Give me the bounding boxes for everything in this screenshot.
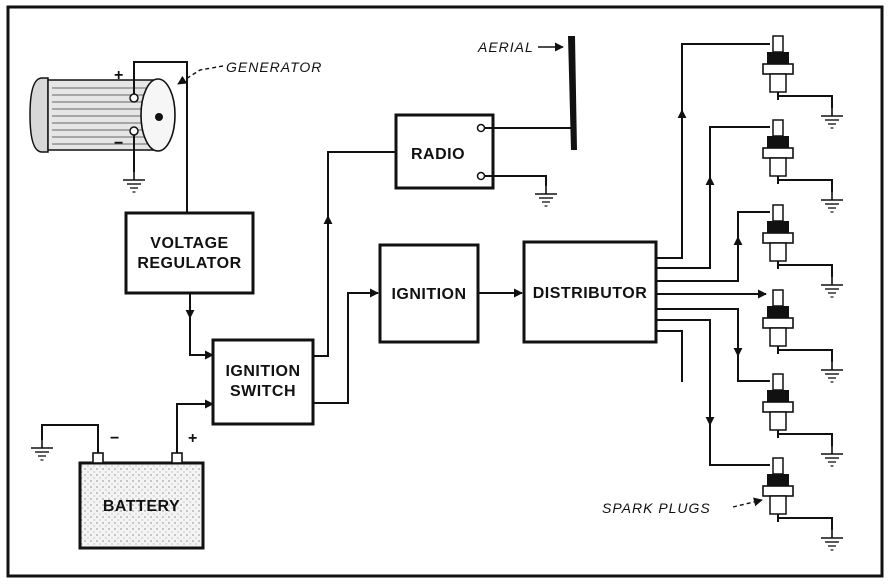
ignition-switch-block: IGNITION SWITCH — [211, 338, 315, 426]
switch-to-ignition-wire — [313, 288, 379, 404]
radio-block: RADIO — [394, 113, 495, 190]
distributor-block: DISTRIBUTOR — [522, 240, 658, 344]
spark-plug-icon — [762, 457, 794, 522]
aerial-label: AERIAL — [477, 39, 534, 55]
generator-plus-sign: + — [114, 67, 123, 84]
radio-label: RADIO — [411, 146, 465, 163]
generator-icon — [29, 77, 176, 153]
ignition-block: IGNITION — [378, 243, 480, 344]
spark-plug-icon — [762, 373, 794, 438]
voltage-regulator-label-2: REGULATOR — [137, 255, 241, 272]
diagram-frame — [6, 5, 884, 578]
plug-wires — [656, 43, 770, 466]
voltage-regulator-block: VOLTAGE REGULATOR — [124, 211, 255, 295]
battery-icon — [78, 452, 205, 550]
spark-plug-grounds — [778, 95, 844, 551]
ignition-switch-label-2: SWITCH — [230, 383, 296, 400]
spark-plugs-leader-line — [732, 497, 763, 508]
spark-plug-icon — [762, 204, 794, 269]
battery-plus-sign: + — [188, 430, 197, 447]
ground-icon — [122, 171, 146, 193]
battery-to-switch-wire — [176, 399, 214, 453]
generator-plus-wire — [133, 61, 188, 213]
ignition-label: IGNITION — [391, 286, 466, 303]
battery-minus-sign: − — [110, 430, 119, 447]
generator-minus-sign: − — [114, 135, 123, 152]
battery-label: BATTERY — [103, 498, 180, 515]
spark-plugs-label: SPARK PLUGS — [602, 500, 711, 516]
spark-plug-icon — [762, 289, 794, 354]
generator-leader-line — [177, 65, 224, 85]
aerial-icon — [568, 36, 577, 150]
ground-icon — [30, 439, 54, 461]
distributor-label: DISTRIBUTOR — [533, 285, 648, 302]
ignition-switch-label-1: IGNITION — [225, 363, 300, 380]
ground-icon — [534, 185, 558, 207]
spark-plug-icon — [762, 35, 794, 100]
voltage-regulator-label-1: VOLTAGE — [150, 235, 228, 252]
battery-ground-wire — [41, 424, 99, 453]
generator-label: GENERATOR — [226, 59, 322, 75]
spark-plug-icon — [762, 119, 794, 184]
switch-to-radio-wire — [313, 230, 329, 357]
